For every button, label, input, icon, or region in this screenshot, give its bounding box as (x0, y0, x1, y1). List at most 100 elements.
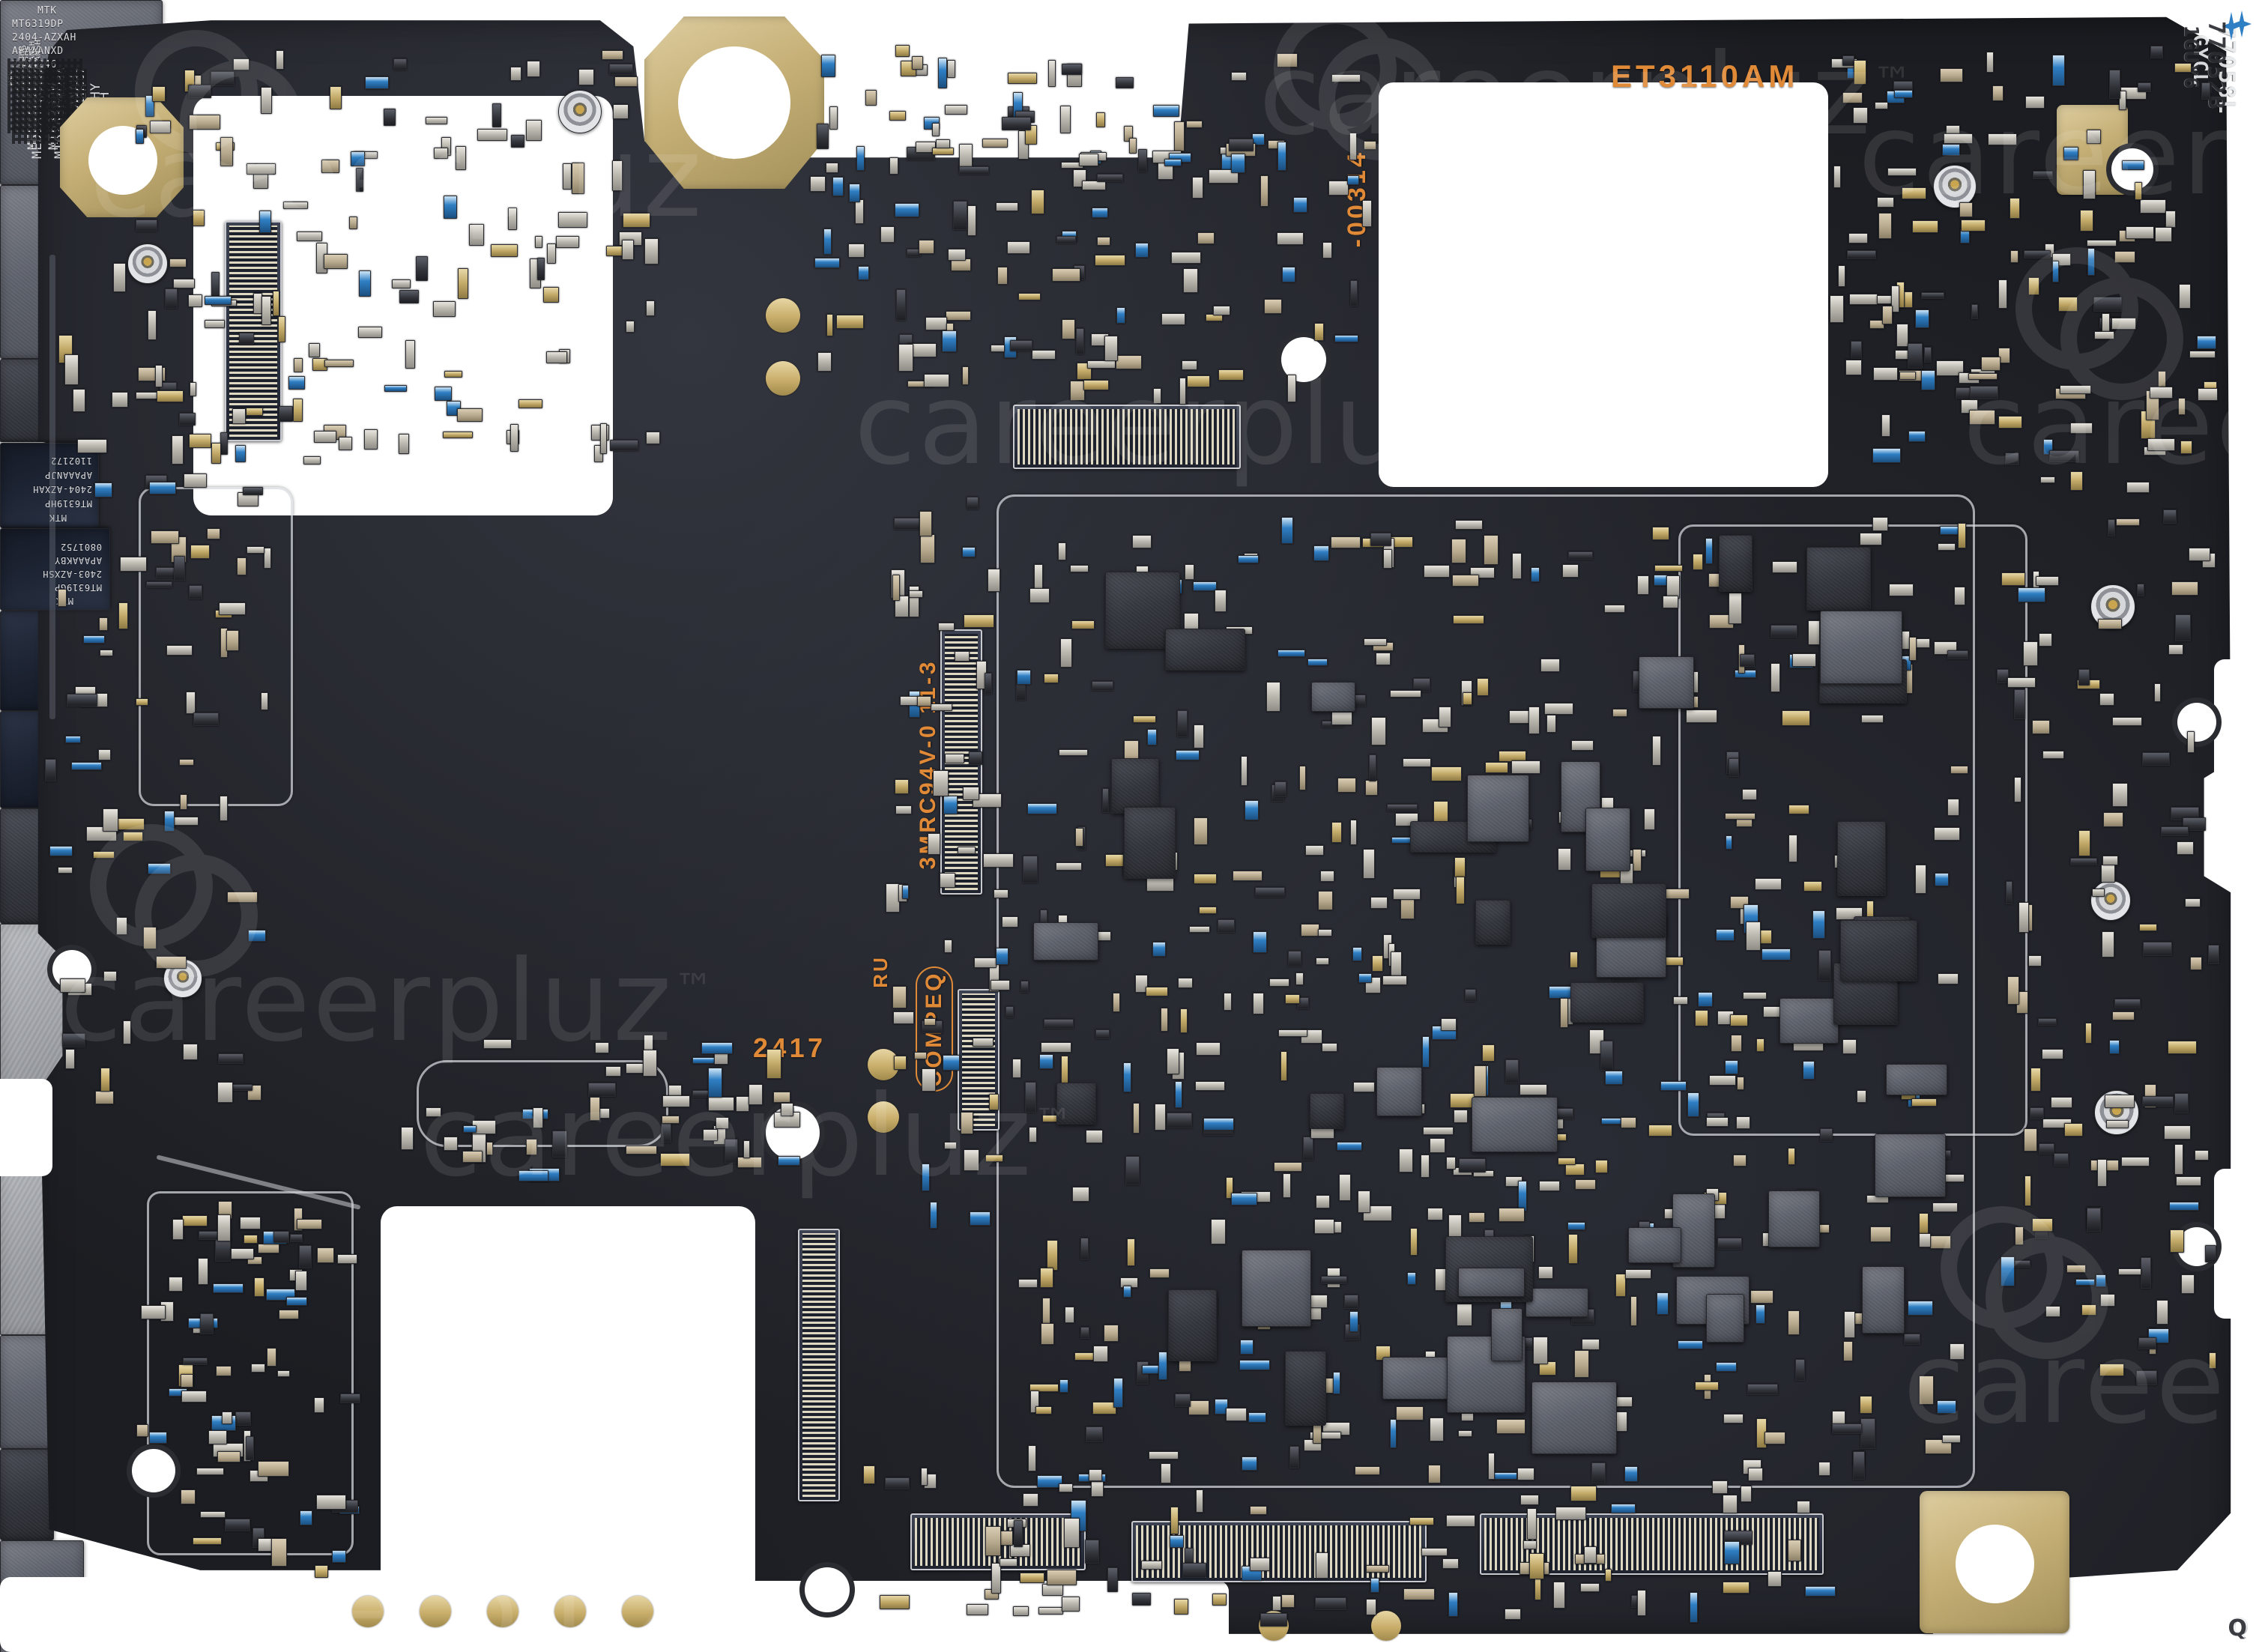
smd-passive (1020, 981, 1029, 993)
smd-passive (254, 1277, 264, 1297)
smd-passive (1097, 174, 1123, 182)
smd-passive (458, 268, 468, 299)
cutout-notch-left-lower (0, 1079, 52, 1176)
smd-passive (278, 316, 285, 342)
coax-socket-top-right[interactable] (1933, 165, 1977, 208)
smd-passive (1175, 1394, 1191, 1407)
smd-passive (416, 256, 428, 281)
smd-passive (1161, 1008, 1168, 1032)
smd-passive (1637, 575, 1649, 595)
smd-passive (1044, 674, 1059, 683)
coax-socket-right-mid[interactable] (2090, 880, 2131, 921)
smd-passive (247, 1256, 262, 1265)
smd-passive (1331, 536, 1361, 548)
smd-passive (299, 1245, 312, 1268)
smd-passive (526, 1139, 537, 1155)
smd-passive (928, 833, 940, 855)
smd-passive (1935, 873, 1949, 886)
smd-passive (1372, 955, 1383, 972)
smd-passive (1104, 1325, 1119, 1342)
smd-passive (1637, 1590, 1646, 1616)
smd-passive (2070, 471, 2083, 491)
smd-passive (563, 163, 572, 190)
smd-passive (184, 473, 207, 488)
smd-passive (1281, 1594, 1295, 1608)
smd-passive (1017, 670, 1031, 685)
smd-passive (823, 229, 832, 255)
smd-passive (2138, 82, 2151, 92)
smd-passive (1518, 1181, 1527, 1211)
smd-passive (1396, 1406, 1424, 1420)
smd-passive (1355, 1466, 1380, 1475)
smd-passive (1182, 1563, 1206, 1578)
smd-passive (2001, 1256, 2015, 1286)
smd-passive (985, 1526, 1001, 1556)
connector-pins (802, 1233, 835, 1497)
smd-passive (164, 811, 175, 832)
smd-passive (558, 212, 587, 228)
smd-passive (1410, 1228, 1418, 1256)
smd-passive (1253, 993, 1264, 1014)
smd-passive (483, 1039, 512, 1049)
smd-passive (1580, 1583, 1600, 1592)
smd-passive (1459, 1158, 1486, 1173)
ic-die (1376, 1067, 1422, 1116)
smd-passive (1887, 168, 1917, 176)
smd-passive (2028, 955, 2042, 966)
coax-socket-upper-mid[interactable] (558, 90, 602, 133)
smd-passive (148, 863, 171, 874)
smd-passive (1029, 1127, 1037, 1143)
coax-socket-top-left[interactable] (127, 243, 168, 284)
smd-passive (1512, 553, 1522, 579)
smd-passive (148, 310, 157, 340)
smd-passive (1407, 1272, 1416, 1285)
smd-passive (919, 511, 932, 536)
fpc-connector-display[interactable] (225, 221, 282, 441)
smd-passive (392, 279, 411, 288)
smd-passive (1178, 978, 1193, 988)
ic-die (1639, 656, 1694, 709)
smd-passive (93, 851, 115, 859)
fpc-connector-top-mid[interactable] (1013, 405, 1241, 469)
smd-passive (1482, 1044, 1495, 1062)
smd-passive (58, 867, 73, 874)
smd-passive (1183, 268, 1198, 293)
smd-passive (1070, 381, 1085, 401)
fpc-connector-bottom-mid[interactable] (798, 1229, 840, 1501)
smd-passive (2189, 351, 2216, 358)
smd-passive (1716, 1362, 1737, 1372)
smd-passive (1059, 749, 1088, 756)
smd-passive (829, 106, 838, 130)
smd-passive (183, 1358, 208, 1365)
smd-passive (1272, 1596, 1281, 1611)
smd-passive (1795, 1359, 1805, 1381)
smd-passive (1540, 659, 1560, 672)
smd-passive (1575, 1179, 1596, 1190)
smd-passive (1731, 1035, 1742, 1052)
smd-passive (1947, 799, 1959, 816)
smd-passive (547, 243, 556, 264)
smd-passive (1899, 372, 1916, 380)
smd-passive (2189, 548, 2210, 561)
smd-passive (1170, 1535, 1184, 1548)
smd-passive (358, 327, 382, 338)
smd-passive (991, 980, 1010, 990)
smd-passive (1833, 166, 1841, 188)
smd-passive (1079, 154, 1098, 166)
smd-passive (426, 1107, 441, 1117)
smd-passive (1756, 1038, 1764, 1052)
smd-passive (1818, 950, 1831, 981)
smd-passive (810, 176, 826, 192)
smd-passive (2142, 752, 2170, 766)
smd-passive (2030, 1107, 2044, 1119)
smd-passive (462, 1151, 483, 1163)
smd-passive (1314, 323, 1324, 341)
smd-passive (2099, 693, 2114, 706)
smd-passive (537, 258, 545, 280)
smd-passive (1018, 1279, 1038, 1288)
smd-passive (973, 793, 1002, 808)
ic-label-mt6319gp-l4: APAAAKBY (54, 555, 102, 566)
smd-passive (283, 202, 308, 209)
smd-passive (1845, 360, 1862, 375)
smd-passive (1255, 887, 1285, 898)
